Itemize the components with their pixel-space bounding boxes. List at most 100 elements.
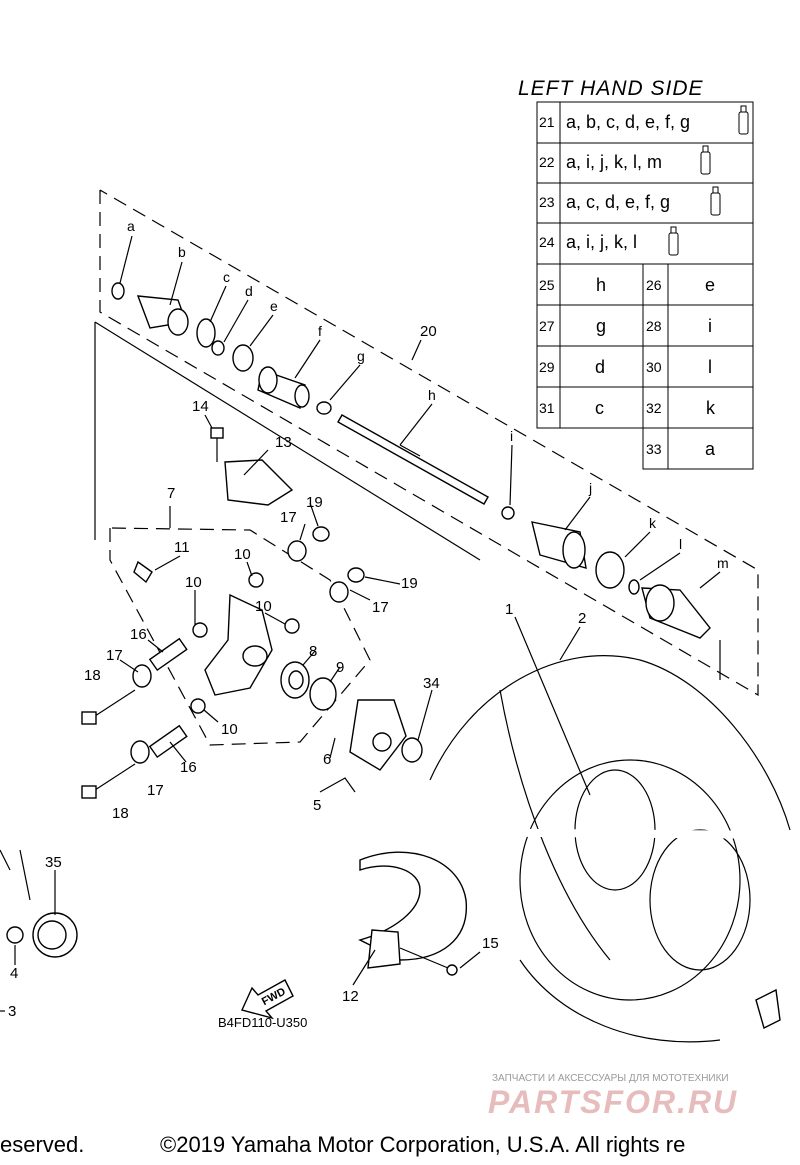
kit-pair-num: 29 — [539, 359, 555, 375]
kit-pair-part: e — [705, 275, 715, 295]
callout-16: 16 — [180, 759, 197, 776]
kit-table: LEFT HAND SIDE 21 a, b, c, d, e, f, g 22… — [518, 77, 754, 470]
seal-10 — [248, 572, 264, 588]
kit-pair-part: g — [596, 316, 606, 336]
kit-row-num: 22 — [539, 154, 555, 170]
kit-row-parts: a, b, c, d, e, f, g — [566, 112, 690, 132]
callout-10: 10 — [185, 574, 202, 591]
bolt-18 — [81, 689, 136, 725]
callout-7: 7 — [167, 485, 175, 502]
kit-pair-num: 27 — [539, 318, 555, 334]
circlip-d — [211, 340, 225, 356]
bearing-8 — [280, 661, 310, 699]
label-b: b — [178, 244, 186, 260]
seal-10 — [284, 618, 300, 634]
grease-nipple-11 — [133, 560, 153, 584]
callout-19: 19 — [401, 575, 418, 592]
kit-pair-num: 31 — [539, 400, 555, 416]
tire-2 — [429, 655, 791, 1043]
callout-34: 34 — [423, 675, 440, 692]
watermark-logo: PARTSFOR.RU — [488, 1084, 738, 1120]
seal-10 — [192, 622, 208, 638]
callout-11: 11 — [174, 539, 190, 556]
bushing-17 — [329, 581, 349, 603]
label-g: g — [357, 348, 365, 364]
valve-stem — [755, 988, 781, 1030]
outer-cv-joint-b — [111, 282, 189, 336]
callout-9: 9 — [336, 659, 344, 676]
grease-tube-icon — [668, 226, 679, 256]
callout-2: 2 — [578, 610, 586, 627]
table-title: LEFT HAND SIDE — [518, 77, 704, 100]
kit-pair-part: a — [705, 439, 716, 459]
kit-pair-part: k — [706, 398, 716, 418]
callout-12: 12 — [342, 988, 359, 1005]
label-k: k — [649, 515, 657, 531]
watermark-tagline: ЗАПЧАСТИ И АКСЕССУАРЫ ДЛЯ МОТОТЕХНИКИ — [492, 1073, 729, 1084]
bushing-17 — [287, 540, 307, 562]
label-l: l — [679, 536, 682, 552]
footer-left: eserved. — [0, 1132, 84, 1157]
seal-10 — [190, 698, 206, 714]
collar-16 — [148, 724, 188, 759]
leader-lines — [14, 235, 721, 986]
callout-14: 14 — [192, 398, 209, 415]
circlip-9 — [309, 677, 337, 711]
bolt-14 — [210, 427, 224, 462]
inner-cv-joint-m — [641, 584, 711, 639]
label-d: d — [245, 283, 253, 299]
kit-pair-num: 28 — [646, 318, 662, 334]
band-k — [595, 551, 625, 589]
callout-15: 15 — [482, 935, 499, 952]
callout-5: 5 — [313, 797, 321, 814]
kit-pair-part: l — [708, 357, 712, 377]
bushing-17 — [130, 740, 150, 764]
kit-pair-num: 32 — [646, 400, 662, 416]
label-e: e — [270, 298, 278, 314]
collar-19 — [347, 567, 365, 583]
callout-20: 20 — [420, 323, 437, 340]
callout-1: 1 — [505, 601, 513, 618]
ring-l — [628, 579, 640, 595]
label-m: m — [717, 555, 729, 571]
kit-pair-part: i — [708, 316, 712, 336]
label-j: j — [588, 480, 592, 496]
callout-10: 10 — [221, 721, 238, 738]
kit-row-parts: a, i, j, k, l, m — [566, 152, 662, 172]
kit-row-parts: a, c, d, e, f, g — [566, 192, 670, 212]
callout-10: 10 — [234, 546, 251, 563]
grease-tube-icon — [700, 145, 711, 175]
fwd-arrow-icon: FWD — [241, 979, 294, 1020]
band-e — [232, 344, 254, 372]
callout-16: 16 — [130, 626, 147, 643]
kit-pair-num: 26 — [646, 277, 662, 293]
hub-cap-35 — [32, 912, 78, 958]
driveshaft-assembly-outline — [99, 189, 759, 697]
kit-pair-part: d — [595, 357, 605, 377]
callout-6: 6 — [323, 751, 331, 768]
callout-8: 8 — [309, 643, 317, 660]
kit-pair-num: 33 — [646, 441, 662, 457]
kit-row-num: 23 — [539, 194, 555, 210]
grease-tube-icon — [738, 105, 749, 135]
bolt-18 — [81, 763, 136, 799]
copyright-footer: ©2019 Yamaha Motor Corporation, U.S.A. A… — [160, 1132, 685, 1157]
callout-3: 3 — [8, 1003, 16, 1020]
wheel-1 — [519, 759, 751, 1001]
callout-17: 17 — [106, 647, 123, 664]
label-f: f — [318, 323, 322, 339]
callout-13: 13 — [275, 434, 292, 451]
callout-35: 35 — [45, 854, 62, 871]
band-g — [316, 401, 332, 415]
diagram-code: B4FD110-U350 — [218, 1015, 307, 1030]
callout-18: 18 — [84, 667, 101, 684]
label-c: c — [223, 269, 230, 285]
kit-pair-part: c — [595, 398, 604, 418]
kit-row-num: 21 — [539, 114, 555, 130]
bolt-15 — [399, 947, 458, 976]
callout-17: 17 — [280, 509, 297, 526]
shaft-h — [337, 414, 489, 505]
kit-row-num: 24 — [539, 234, 555, 250]
callout-17: 17 — [147, 782, 164, 799]
